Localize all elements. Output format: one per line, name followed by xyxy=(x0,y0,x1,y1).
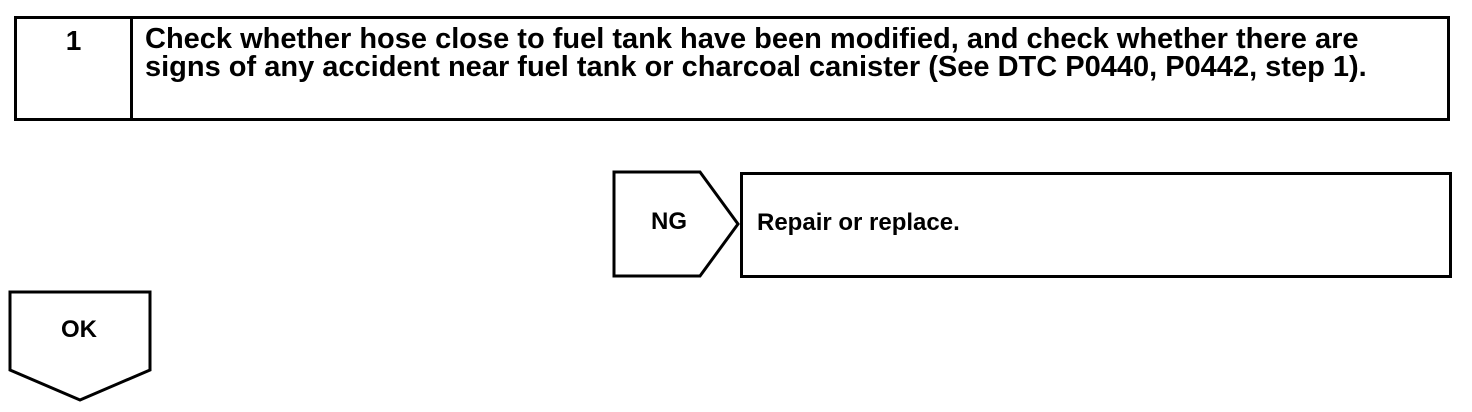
step-box: 1 Check whether hose close to fuel tank … xyxy=(14,16,1450,121)
ng-result-box: Repair or replace. xyxy=(740,172,1452,278)
ng-label: NG xyxy=(651,208,687,235)
step-instruction: Check whether hose close to fuel tank ha… xyxy=(145,23,1367,83)
ng-arrow-shape xyxy=(612,170,740,278)
ok-label: OK xyxy=(61,316,97,343)
ok-arrow-shape xyxy=(8,290,152,402)
ng-result-text: Repair or replace. xyxy=(757,209,960,236)
step-number: 1 xyxy=(17,19,133,118)
